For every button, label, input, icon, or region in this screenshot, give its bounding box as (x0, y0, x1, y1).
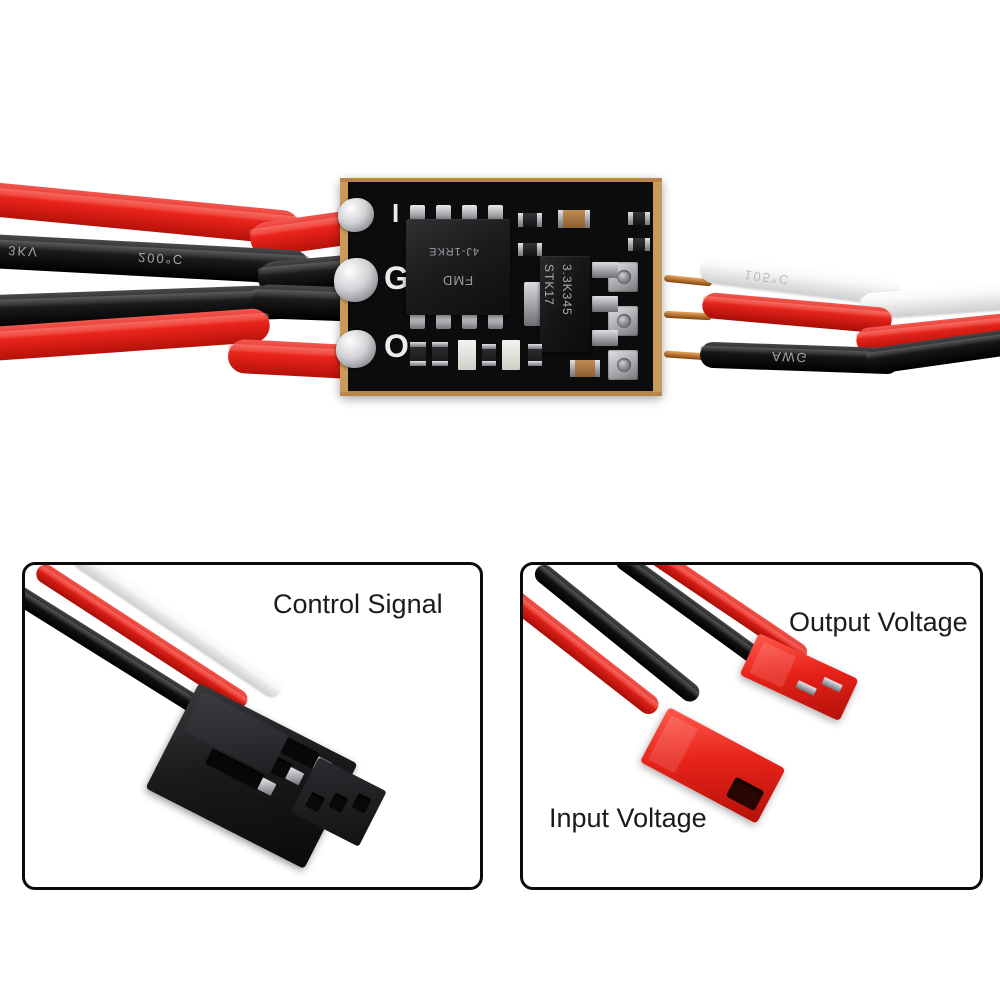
regulator-tab-heat (524, 282, 542, 326)
pad-right-top-hole (617, 270, 631, 284)
smd-capacitor-2 (570, 360, 600, 377)
wire-marking-200c: 200°C (137, 249, 185, 268)
smd-resistor-5 (410, 342, 426, 366)
ic-leg-4 (488, 205, 503, 221)
pad-right-bot-hole (617, 358, 631, 372)
jst-input-socket (725, 776, 765, 812)
ic-marking-line1: 4J-1RKE (428, 245, 480, 257)
smd-led-1 (458, 340, 476, 370)
dupont-hole-2 (328, 792, 349, 814)
jst-output-ridge (749, 641, 797, 688)
wire-marking-3kv: 3KV (7, 243, 40, 260)
silkscreen-label-i: I (392, 198, 400, 228)
ic-leg-6 (436, 313, 451, 329)
regulator-tab-1 (592, 262, 618, 278)
label-control-signal: Control Signal (273, 589, 443, 619)
solder-blob-output (336, 330, 376, 368)
smd-resistor-7 (482, 344, 496, 366)
panel-voltage: Output Voltage Input Voltage (520, 562, 983, 890)
regulator-tab-3 (592, 330, 618, 346)
regulator-tab-2 (592, 296, 618, 312)
jst-input-ridge (648, 715, 698, 774)
ic-chip-sop8: 4J-1RKE FMD (406, 219, 510, 315)
regulator-sot223: STK17 3.3K345 (540, 256, 590, 352)
pcb-edge-bottom (340, 391, 662, 396)
ic-leg-2 (436, 205, 451, 221)
solder-blob-ground (334, 258, 378, 302)
ic-leg-7 (462, 313, 477, 329)
smd-resistor-4 (518, 243, 542, 256)
smd-resistor-1 (518, 213, 542, 227)
connector-dupont-3pin (145, 683, 387, 869)
regulator-marking-line1: STK17 (542, 264, 556, 306)
label-output-voltage: Output Voltage (789, 607, 968, 637)
smd-capacitor-1 (558, 210, 590, 228)
hero-product-photo: 3KV 200°C 105°C (0, 178, 1000, 396)
pcb-edge-top (340, 178, 662, 182)
pcb-edge-right (653, 182, 662, 392)
jst-output-pin-2 (821, 676, 843, 693)
label-input-voltage: Input Voltage (549, 803, 707, 833)
wire-marking-awg: AWG (771, 349, 809, 366)
smd-resistor-6 (432, 342, 448, 366)
dupont-hole-3 (351, 793, 372, 814)
pad-right-mid-hole (617, 314, 631, 328)
solder-blob-input (338, 198, 374, 232)
jst-output-pin-1 (795, 680, 817, 696)
smd-led-2 (502, 340, 520, 370)
silkscreen-label-g: G (384, 260, 409, 296)
panel1-wire-white (70, 565, 285, 701)
smd-resistor-2 (628, 212, 650, 225)
ic-leg-1 (410, 205, 425, 221)
smd-resistor-3 (628, 238, 650, 251)
ic-leg-8 (488, 313, 503, 329)
ic-leg-3 (462, 205, 477, 221)
panel1-wire-black (25, 575, 218, 724)
silkscreen-label-o: O (384, 328, 409, 364)
dupont-hole-1 (305, 791, 325, 813)
ic-marking-line2: FMD (442, 273, 474, 288)
ic-leg-5 (410, 313, 425, 329)
smd-resistor-8 (528, 344, 542, 366)
regulator-marking-line2: 3.3K345 (560, 264, 574, 316)
panel-control-signal: Control Signal (22, 562, 483, 890)
